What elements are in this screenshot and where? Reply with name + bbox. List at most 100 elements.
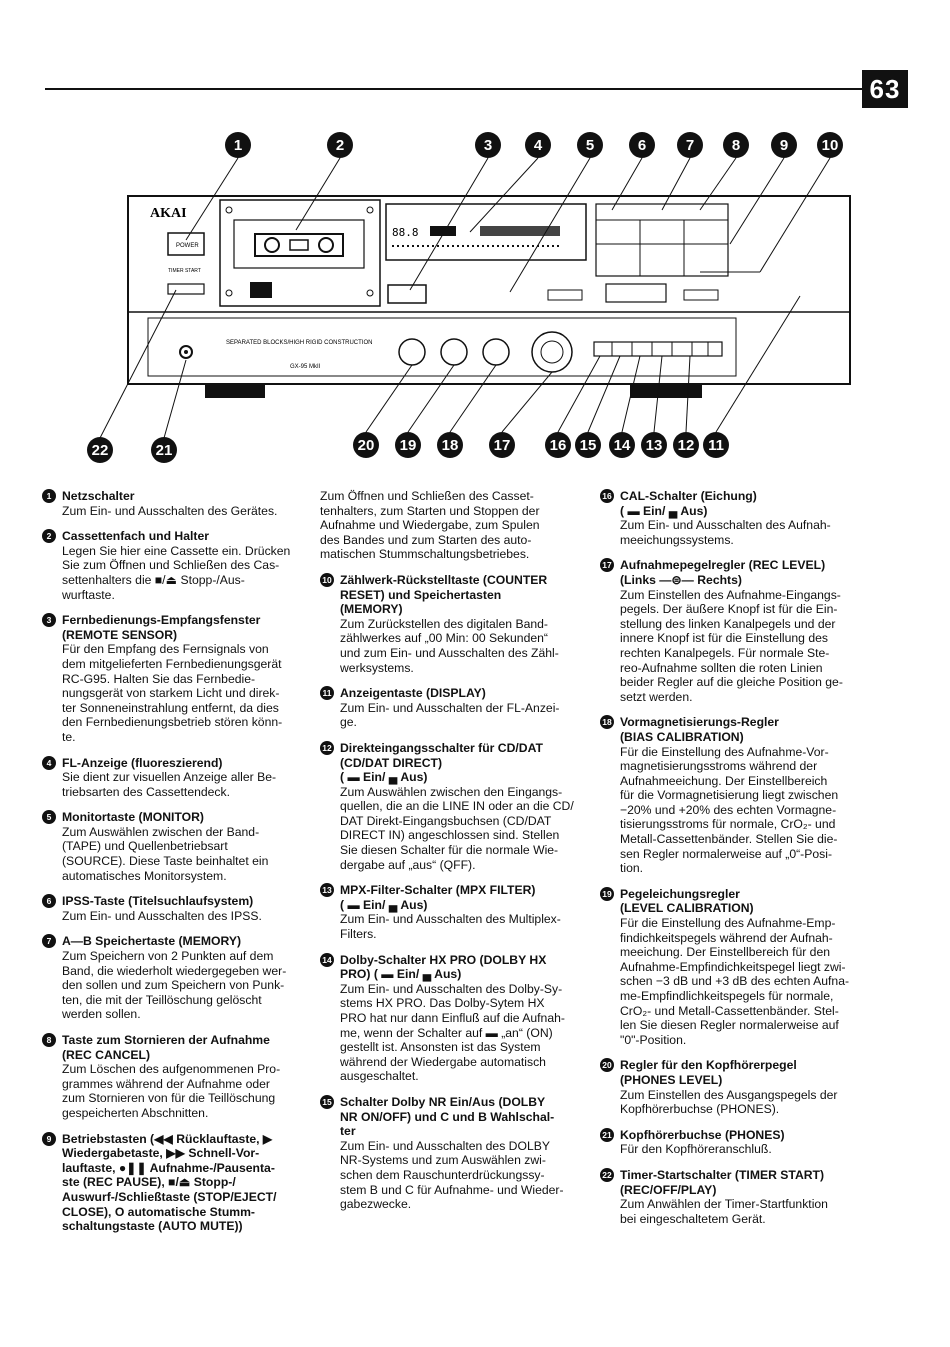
item-number: 17 — [600, 558, 614, 573]
item-title: MPX-Filter-Schalter (MPX FILTER) ( ▬ Ein… — [340, 883, 536, 912]
item-number: 12 — [320, 740, 334, 755]
item-number: 18 — [600, 715, 614, 730]
item-number: 8 — [42, 1033, 56, 1047]
svg-text:19: 19 — [400, 437, 417, 454]
svg-text:3: 3 — [484, 137, 492, 154]
bias-cal-knob — [482, 338, 510, 366]
item-title: IPSS-Taste (Titelsuchlaufsystem) — [62, 894, 254, 909]
item-number: 4 — [42, 755, 56, 770]
brand-logo: AKAI — [150, 206, 187, 221]
item-10: 10 Zählwerk-Rückstelltaste (COUNTER RESET… — [320, 572, 582, 675]
item-title: Pegeleichungsregler (LEVEL CALIBRATION) — [620, 886, 754, 916]
svg-text:12: 12 — [678, 437, 695, 454]
item-text: Zum Auswählen zwischen den Eingangs- que… — [340, 784, 574, 872]
item-title: Timer-Startschalter (TIMER START) (REC/O… — [620, 1167, 825, 1197]
callout-11: 11 — [703, 432, 729, 458]
callout-9: 9 — [771, 132, 797, 158]
svg-text:21: 21 — [156, 442, 173, 459]
item-text: Zum Löschen des aufgenommenen Pro- gramm… — [62, 1062, 281, 1120]
model-text: GX-95 MkII — [290, 364, 321, 370]
item-text: Legen Sie hier eine Cassette ein. Drücke… — [62, 543, 291, 602]
counter-buttons — [605, 283, 667, 303]
item-text: Zum Ein- und Ausschalten des Gerätes. — [62, 503, 278, 518]
item-text: Zum Ein- und Ausschalten des Multiplex- … — [340, 912, 561, 942]
item-number: 10 — [320, 572, 334, 587]
callout-5: 5 — [577, 132, 603, 158]
foot-left — [205, 384, 265, 398]
item-18: 18 Vormagnetisierungs-Regler (BIAS CALIBR… — [600, 715, 868, 876]
item-text: Für die Einstellung des Aufnahme-Emp- fi… — [620, 916, 850, 1047]
callout-20: 20 — [353, 432, 379, 458]
item-title: Schalter Dolby NR Ein/Aus (DOLBY NR ON/O… — [340, 1094, 555, 1139]
svg-text:13: 13 — [646, 437, 663, 454]
header-rule — [45, 88, 887, 90]
svg-text:22: 22 — [92, 442, 109, 459]
item-title: Dolby-Schalter HX PRO (DOLBY HX PRO) ( ▬… — [340, 952, 547, 982]
item-title: Betriebstasten (◀◀ Rücklauftaste, ▶ Wied… — [62, 1131, 277, 1234]
svg-text:4: 4 — [534, 137, 543, 154]
item-11: 11 Anzeigentaste (DISPLAY)Zum Ein- und Au… — [320, 686, 582, 730]
item-title: Cassettenfach und Halter — [62, 529, 209, 544]
callout-22: 22 — [87, 437, 113, 463]
callout-15: 15 — [575, 432, 601, 458]
callout-4: 4 — [525, 132, 551, 158]
item-title: Netzschalter — [62, 489, 135, 503]
svg-text:10: 10 — [822, 137, 839, 154]
item-text: Zum Einstellen des Aufnahme-Eingangs- pe… — [620, 587, 843, 704]
svg-text:9: 9 — [780, 137, 788, 154]
callout-21: 21 — [151, 437, 177, 463]
item-title: Monitortaste (MONITOR) — [62, 810, 204, 825]
item-number: 11 — [320, 686, 334, 701]
callout-16: 16 — [545, 432, 571, 458]
svg-text:88.8: 88.8 — [392, 226, 419, 239]
item-text: Zum Ein- und Ausschalten der FL-Anzei- g… — [340, 700, 560, 730]
item-number: 15 — [320, 1094, 334, 1109]
callout-18: 18 — [437, 432, 463, 458]
svg-text:15: 15 — [580, 437, 597, 454]
callout-12: 12 — [673, 432, 699, 458]
item-title: Anzeigentaste (DISPLAY) — [340, 686, 486, 701]
item-title: FL-Anzeige (fluoreszierend) — [62, 755, 223, 770]
svg-text:16: 16 — [550, 437, 567, 454]
construction-text: SEPARATED BLOCKS/HIGH RIGID CONSTRUCTION — [226, 340, 372, 346]
page-number: 63 — [862, 70, 908, 108]
svg-text:2: 2 — [336, 137, 344, 154]
item-9-continuation: Zum Öffnen und Schließen des Casset- ten… — [320, 489, 540, 562]
item-title: Vormagnetisierungs-Regler (BIAS CALIBRAT… — [620, 715, 779, 744]
item-number: 13 — [320, 883, 334, 898]
item-15: 15 Schalter Dolby NR Ein/Aus (DOLBY NR ON… — [320, 1094, 582, 1212]
callout-6: 6 — [629, 132, 655, 158]
item-text: Zum Ein- und Ausschalten des IPSS. — [62, 908, 262, 923]
callout-13: 13 — [641, 432, 667, 458]
item-number: 19 — [600, 886, 614, 901]
item-title: A—B Speichertaste (MEMORY) — [62, 934, 242, 949]
column-middle: Zum Öffnen und Schließen des Casset- ten… — [320, 489, 582, 1223]
callout-7: 7 — [677, 132, 703, 158]
svg-text:18: 18 — [442, 437, 459, 454]
svg-text:5: 5 — [586, 137, 594, 154]
item-text: Für den Empfang des Fernsignals von dem … — [62, 642, 283, 744]
transport-panel — [595, 203, 729, 277]
timer-switch — [167, 283, 205, 295]
power-label: POWER — [176, 243, 199, 249]
foot-right — [630, 384, 702, 398]
item-number: 21 — [600, 1127, 614, 1142]
callout-17: 17 — [489, 432, 515, 458]
item-title: CAL-Schalter (Eichung) ( ▬ Ein/ ▄ Aus) — [620, 489, 757, 518]
item-title: Zählwerk-Rückstelltaste (COUNTER RESET) … — [340, 572, 548, 617]
item-number: 14 — [320, 952, 334, 967]
item-number: 7 — [42, 934, 56, 949]
item-text: Für die Einstellung des Aufnahme-Vor- ma… — [620, 744, 839, 876]
cassette-deck-diagram: AKAI POWER TIMER START 88.8 SEPARATED BL… — [87, 132, 851, 463]
svg-text:20: 20 — [358, 437, 375, 454]
item-title: Kopfhörerbuchse (PHONES) — [620, 1127, 785, 1142]
